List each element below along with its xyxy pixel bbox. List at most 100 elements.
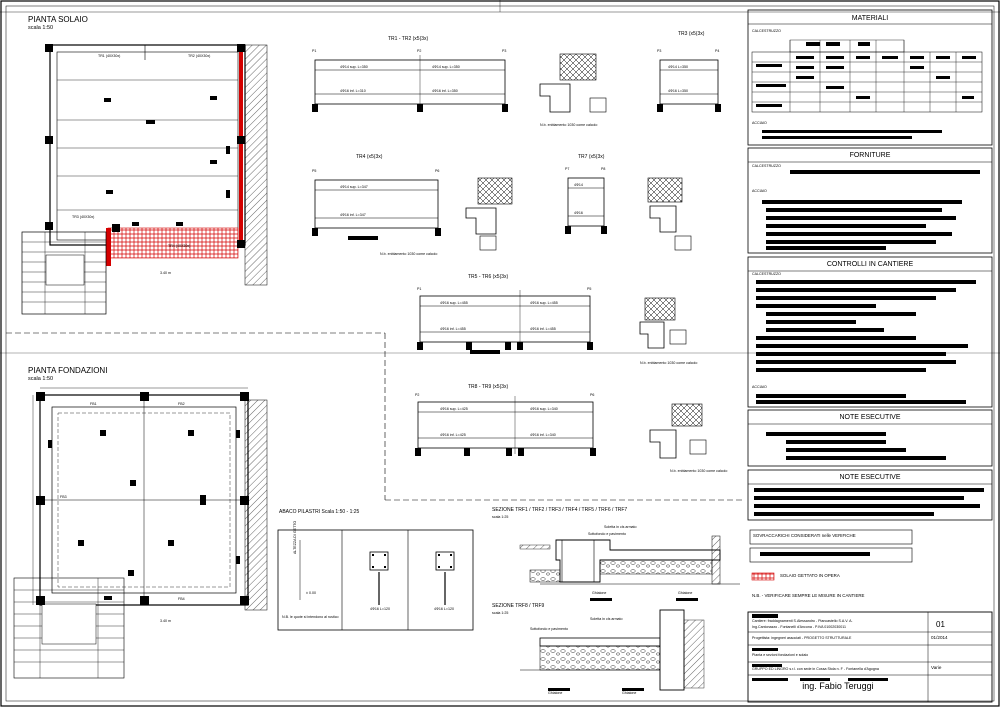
svg-text:± 0.00: ± 0.00	[306, 591, 316, 595]
svg-text:TR2 (40X30x): TR2 (40X30x)	[188, 54, 210, 58]
pillar-schedule-title: ABACO PILASTRI Scala 1:50 - 1:25	[279, 509, 360, 515]
titleblock-sheet-number: 01	[936, 620, 945, 629]
beam-cross-sections	[465, 53, 707, 459]
pillar-label-a: 4Φ16 L=120	[370, 607, 390, 611]
plan-fondazioni-title: PIANTA FONDAZIONI	[28, 366, 108, 375]
beam-title-tr4: TR4 (x5(3x)	[356, 154, 383, 160]
pillar-schedule-note: N.B. le quote si intendono al rustico	[282, 615, 339, 619]
svg-text:4Φ14 sup. L=350: 4Φ14 sup. L=350	[432, 65, 460, 69]
svg-text:3.40 m: 3.40 m	[160, 619, 171, 623]
beam-supports	[312, 104, 721, 456]
svg-text:4Φ16 sup. L=455: 4Φ16 sup. L=455	[530, 301, 558, 305]
section-b-label-mid: Sottofondo e pavimento	[530, 627, 568, 631]
pillar-label-b: 4Φ16 L=120	[434, 607, 454, 611]
svg-text:4Φ14 sup. L=350: 4Φ14 sup. L=350	[340, 65, 368, 69]
svg-text:FB3: FB3	[60, 495, 67, 499]
section-b-title: SEZIONE TRF8 / TRF9	[492, 603, 545, 609]
svg-text:4Φ16 inf. L=455: 4Φ16 inf. L=455	[440, 327, 466, 331]
titleblock-engineer: ing. Fabio Teruggi	[802, 681, 874, 691]
svg-text:P7: P7	[565, 167, 569, 171]
section-b-label-top: Soletta in cls armato	[590, 617, 623, 621]
section-a-title: SEZIONE TRF1 / TRF2 / TRF3 / TRF4 / TRF5…	[492, 507, 628, 513]
svg-text:P1: P1	[417, 287, 421, 291]
controlli-title: CONTROLLI IN CANTIERE	[826, 261, 914, 268]
svg-text:P6: P6	[590, 393, 594, 397]
svg-text:P2: P2	[417, 49, 421, 53]
svg-text:ALTEZZA DI GETTO: ALTEZZA DI GETTO	[293, 521, 297, 554]
beam-title-tr5-tr6: TR5 - TR6 (x5(3x)	[468, 274, 509, 280]
section-b-drawing	[520, 609, 705, 691]
section-b-scale: scala 1:25	[492, 611, 509, 615]
legend-solaio-label: SOLAIO GETTATO IN OPERA	[780, 573, 840, 578]
svg-text:FB4: FB4	[178, 597, 185, 601]
plan-solaio-scale: scala 1:50	[28, 25, 54, 31]
titleblock-line5: GRUPPO ED LINGRO s.r.l. con sede in Coss…	[752, 667, 879, 671]
beam-note-tr5-tr6: N.b. enblamento 1030 come calcolo	[640, 361, 698, 365]
section-a-label-right: Ghiaione	[678, 591, 693, 595]
svg-text:4Φ16 inf. L=340: 4Φ16 inf. L=340	[530, 433, 556, 437]
section-a-scale: scala 1:25	[492, 515, 509, 519]
svg-text:4Φ14 L=350: 4Φ14 L=350	[668, 65, 688, 69]
forniture-title: FORNITURE	[849, 152, 891, 159]
beam-note-tr4: N.b. enblamento 1030 come calcolo	[380, 252, 438, 256]
svg-text:4Φ14 sup. L=347: 4Φ14 sup. L=347	[340, 185, 368, 189]
note-esecutive-2-title: NOTE ESECUTIVE	[839, 474, 901, 481]
svg-text:P5: P5	[587, 287, 591, 291]
controlli-calcestruzzo: CALCESTRUZZO	[752, 272, 781, 276]
svg-text:4Φ16: 4Φ16	[574, 211, 583, 215]
section-b-label-right: Ghiaione	[622, 691, 637, 695]
svg-text:4Φ16 sup. L=455: 4Φ16 sup. L=455	[440, 301, 468, 305]
beam-rebar-labels: 4Φ14 sup. L=350 4Φ14 sup. L=350 4Φ16 inf.…	[312, 49, 719, 437]
svg-text:P3: P3	[502, 49, 506, 53]
svg-text:TR4 (40X30x): TR4 (40X30x)	[168, 244, 190, 248]
materiali-title: MATERIALI	[851, 15, 889, 22]
plan-solaio: TR1 (40X30x) TR2 (40X30x) TR3 (40X30x) TR4…	[21, 44, 268, 315]
section-a-label-left: Ghiaione	[592, 591, 607, 595]
svg-text:P5: P5	[312, 169, 316, 173]
svg-text:P2: P2	[415, 393, 419, 397]
svg-text:4Φ16 inf. L=350: 4Φ16 inf. L=350	[432, 89, 458, 93]
beam-elevations	[314, 55, 719, 454]
titleblock-date: 01/2014	[931, 635, 948, 640]
controlli-acciaio: ACCIAIO	[752, 385, 767, 389]
svg-text:4Φ16 sup. L=340: 4Φ16 sup. L=340	[530, 407, 558, 411]
svg-text:P1: P1	[312, 49, 316, 53]
beam-title-tr8-tr9: TR8 - TR9 (x5(3x)	[468, 384, 509, 390]
section-a-drawing	[519, 535, 740, 601]
svg-text:4Φ16 inf. L=310: 4Φ16 inf. L=310	[340, 89, 366, 93]
svg-text:4Φ16 L=350: 4Φ16 L=350	[668, 89, 688, 93]
title-block-redactions	[752, 614, 888, 681]
titleblock-scale: Varie	[931, 665, 942, 670]
beam-title-tr1-tr2: TR1 - TR2 (x5(3x)	[388, 36, 429, 42]
svg-text:4Φ16 inf. L=347: 4Φ16 inf. L=347	[340, 213, 366, 217]
plan-solaio-title: PIANTA SOLAIO	[28, 15, 88, 24]
svg-text:P4: P4	[715, 49, 719, 53]
section-b-label-left: Ghiaione	[548, 691, 563, 695]
forniture-calcestruzzo: CALCESTRUZZO	[752, 164, 781, 168]
beam-section-note: N.b. enblamento 1030 come calcolo	[540, 123, 598, 127]
svg-text:TR1 (40X30x): TR1 (40X30x)	[98, 54, 120, 58]
note-esecutive-1-title: NOTE ESECUTIVE	[839, 414, 901, 421]
titleblock-line3: Progettista: ingegneri associati - PROGE…	[752, 636, 852, 640]
svg-text:P8: P8	[601, 167, 605, 171]
svg-text:FB1: FB1	[90, 402, 97, 406]
nb-verificare-label: N.B. - VERIFICARE SEMPRE LE MISURE IN CA…	[752, 593, 865, 598]
sidebar-frames	[747, 9, 993, 581]
materiali-acciaio: ACCIAIO	[752, 121, 767, 125]
svg-text:4Φ16 inf. L=425: 4Φ16 inf. L=425	[440, 433, 466, 437]
svg-text:P3: P3	[657, 49, 661, 53]
sidebar-redacted-text	[754, 42, 984, 556]
beam-title-tr7: TR7 (x5(3x)	[578, 154, 605, 160]
section-a-label-top: Soletta in cls armato	[604, 525, 637, 529]
title-block-frame	[747, 611, 993, 703]
svg-text:TR3 (40X30x): TR3 (40X30x)	[72, 215, 94, 219]
pillar-schedule: ALTEZZA DI GETTO ± 0.00	[277, 521, 474, 631]
sovraccarichi-label: SOVRACCARICHI CONSIDERATI nelle VERIFICH…	[753, 533, 856, 538]
forniture-acciaio: ACCIAIO	[752, 189, 767, 193]
beam-title-tr3: TR3 (x5(3x)	[678, 31, 705, 37]
titleblock-line1: Cantiere: fraddagnamenti S.Alessandro - …	[752, 619, 853, 623]
svg-text:4Φ16 sup. L=425: 4Φ16 sup. L=425	[440, 407, 468, 411]
materiali-calcestruzzo: CALCESTRUZZO	[752, 29, 781, 33]
